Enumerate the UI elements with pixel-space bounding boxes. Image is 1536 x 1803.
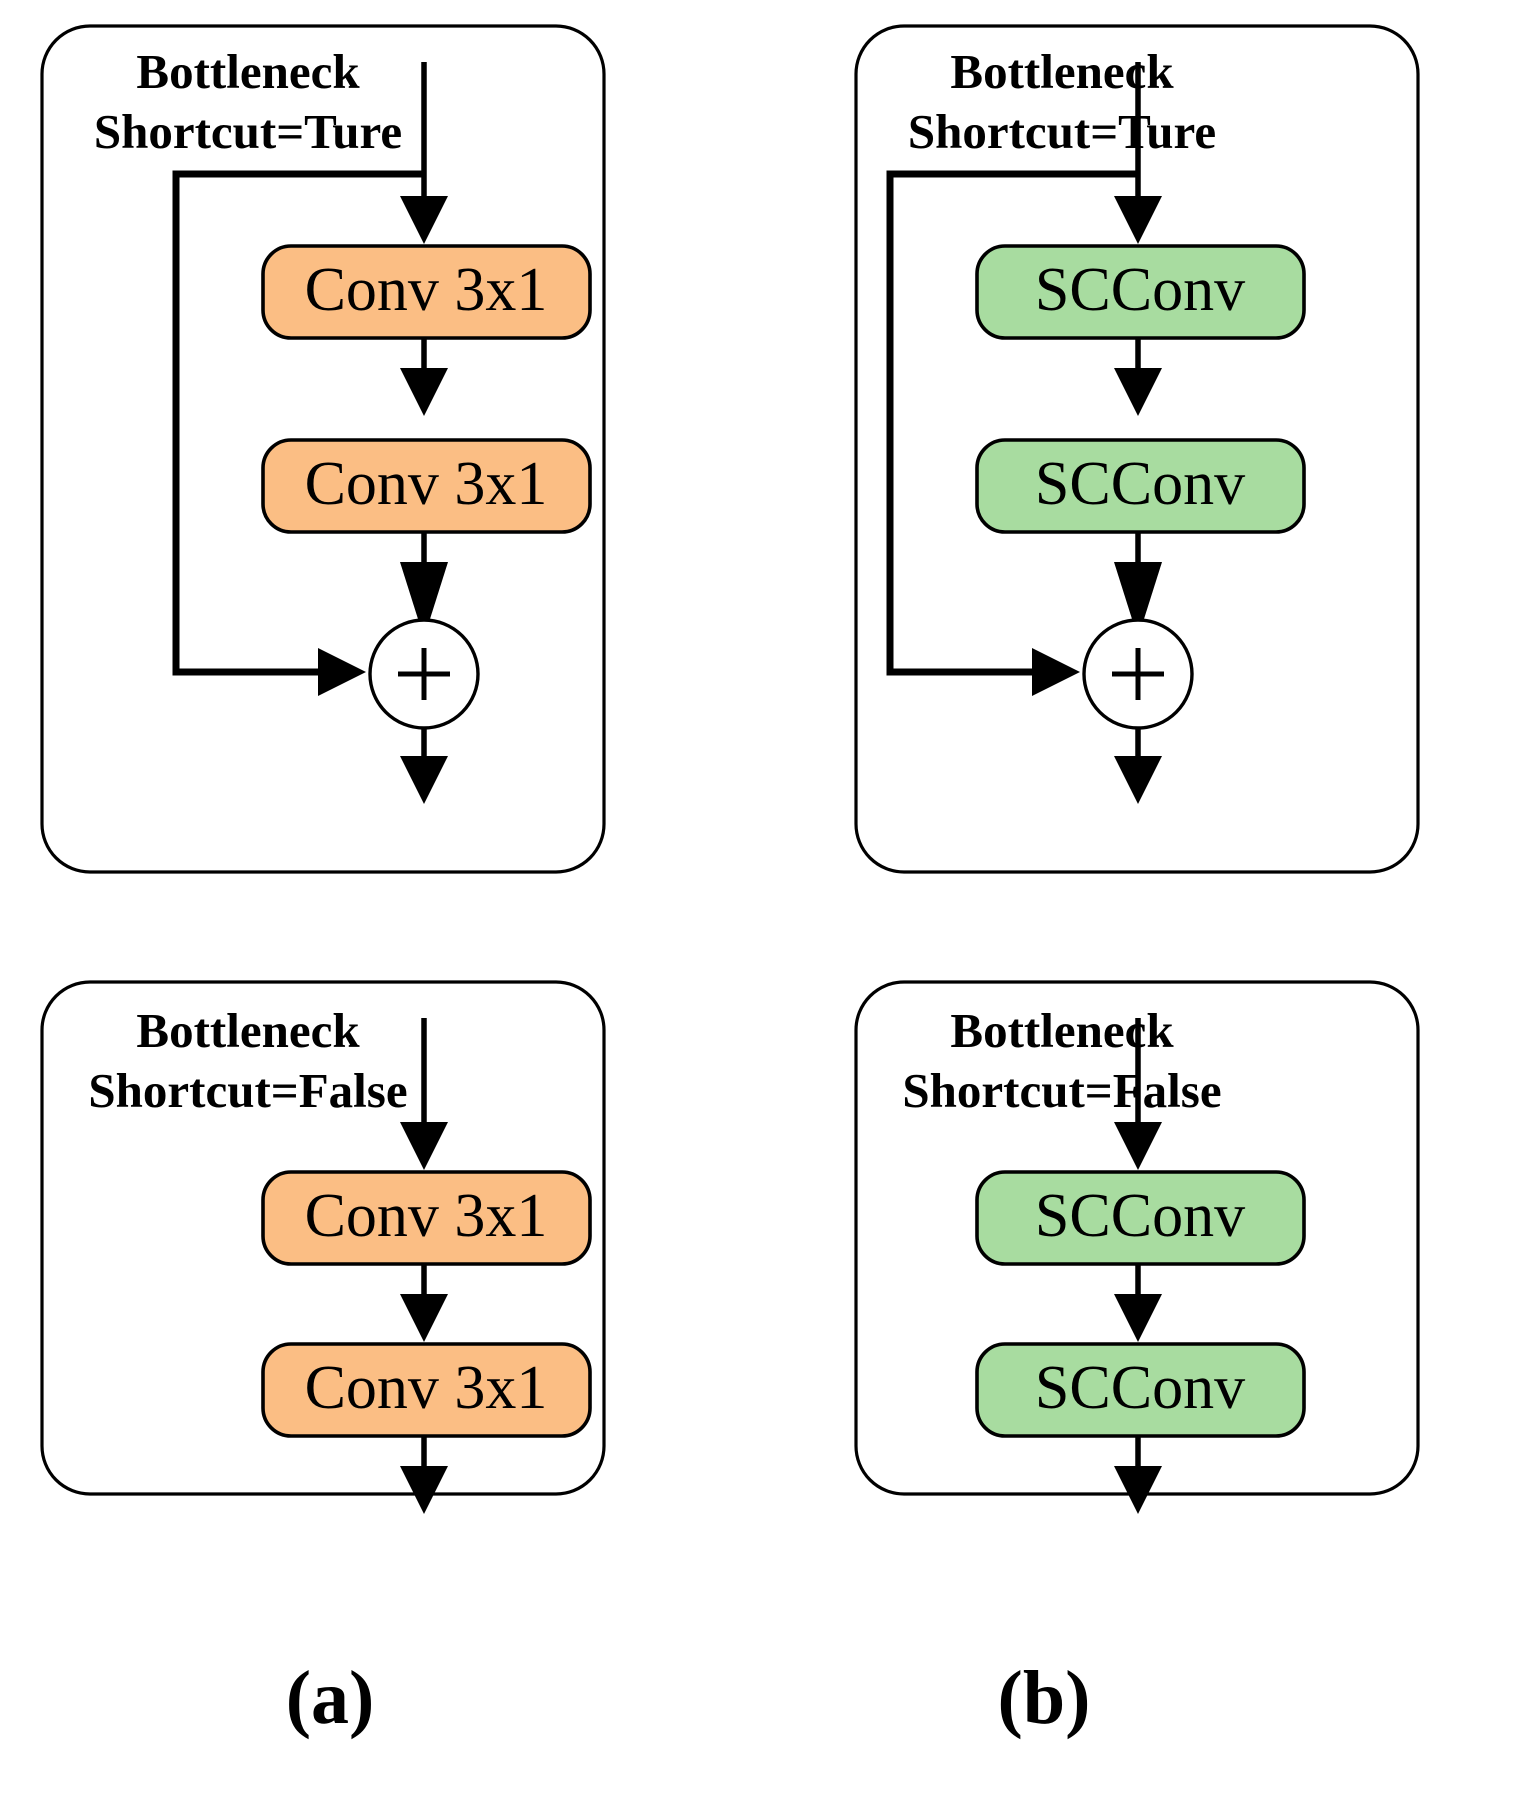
op-block-label: Conv 3x1 <box>305 1354 548 1422</box>
op-block-label: SCConv <box>1035 256 1245 324</box>
arrowhead-into-sum <box>400 562 448 638</box>
panel-b-shortcut-false: Bottleneck Shortcut=False SCConv SCConv <box>854 980 1420 1514</box>
shortcut-path <box>886 170 1138 676</box>
arrowhead-output <box>400 1466 448 1514</box>
arrowhead-output <box>1114 756 1162 804</box>
op-block-label: SCConv <box>1035 1354 1245 1422</box>
arrowhead-output <box>1114 1466 1162 1514</box>
op-block-label: SCConv <box>1035 450 1245 518</box>
panel-title-line2: Shortcut=Ture <box>94 104 402 159</box>
panel-title-line2: Shortcut=False <box>902 1063 1221 1118</box>
panel-title-line2: Shortcut=Ture <box>908 104 1216 159</box>
arrowhead-into-sum <box>1114 562 1162 638</box>
panel-b-shortcut-true: Bottleneck Shortcut=Ture SCConv SCConv <box>854 24 1420 874</box>
arrowhead-shortcut-into-sum <box>318 648 366 696</box>
arrowhead-into-block2 <box>400 368 448 416</box>
panel-a-shortcut-false: Bottleneck Shortcut=False Conv 3x1 Conv … <box>40 980 606 1514</box>
arrowhead-output <box>400 756 448 804</box>
arrowhead-into-block1 <box>1114 1122 1162 1170</box>
arrowhead-into-block2 <box>1114 368 1162 416</box>
op-block-label: SCConv <box>1035 1182 1245 1250</box>
panel-title-line1: Bottleneck <box>136 44 360 99</box>
arrowhead-into-block1 <box>1114 196 1162 244</box>
arrowhead-into-block1 <box>400 196 448 244</box>
op-block-label: Conv 3x1 <box>305 1182 548 1250</box>
op-block-label: Conv 3x1 <box>305 450 548 518</box>
arrowhead-into-block2 <box>400 1294 448 1342</box>
subfigure-caption-a: (a) <box>286 1656 375 1740</box>
subfigure-caption-b: (b) <box>998 1656 1091 1740</box>
plus-icon <box>1112 648 1164 700</box>
plus-icon <box>398 648 450 700</box>
arrowhead-into-block2 <box>1114 1294 1162 1342</box>
panel-a-shortcut-true: Bottleneck Shortcut=Ture Conv 3x1 Conv 3… <box>40 24 606 874</box>
arrowhead-shortcut-into-sum <box>1032 648 1080 696</box>
arrowhead-into-block1 <box>400 1122 448 1170</box>
panel-title-line2: Shortcut=False <box>88 1063 407 1118</box>
shortcut-path <box>172 170 424 676</box>
op-block-label: Conv 3x1 <box>305 256 548 324</box>
panel-title-line1: Bottleneck <box>136 1003 360 1058</box>
